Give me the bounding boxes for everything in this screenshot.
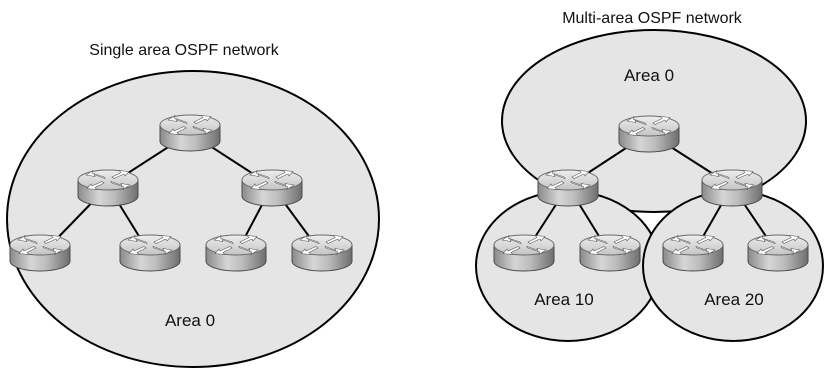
router-icon [77, 169, 139, 207]
router-icon [291, 234, 353, 272]
single-area-title: Single area OSPF network [89, 42, 279, 59]
router-icon [205, 234, 267, 272]
router-icon [493, 234, 555, 272]
multi-area-diagram: Multi-area OSPF network Area 0 Area 10 A… [475, 10, 824, 342]
single-area-0-region [6, 70, 380, 368]
router-icon [159, 114, 221, 152]
single-area-diagram: Single area OSPF network Area 0 [6, 42, 380, 368]
multi-area-title: Multi-area OSPF network [562, 10, 743, 27]
area-10-label: Area 10 [534, 290, 594, 309]
router-icon [747, 234, 809, 272]
router-icon [662, 234, 724, 272]
router-icon [618, 115, 680, 153]
router-icon [9, 234, 71, 272]
area-20-label: Area 20 [704, 290, 764, 309]
router-icon [241, 169, 303, 207]
single-area-label: Area 0 [165, 311, 215, 330]
router-icon [537, 169, 599, 207]
area-0-label: Area 0 [624, 66, 674, 85]
router-icon [579, 234, 641, 272]
router-icon [119, 234, 181, 272]
router-icon [701, 169, 763, 207]
